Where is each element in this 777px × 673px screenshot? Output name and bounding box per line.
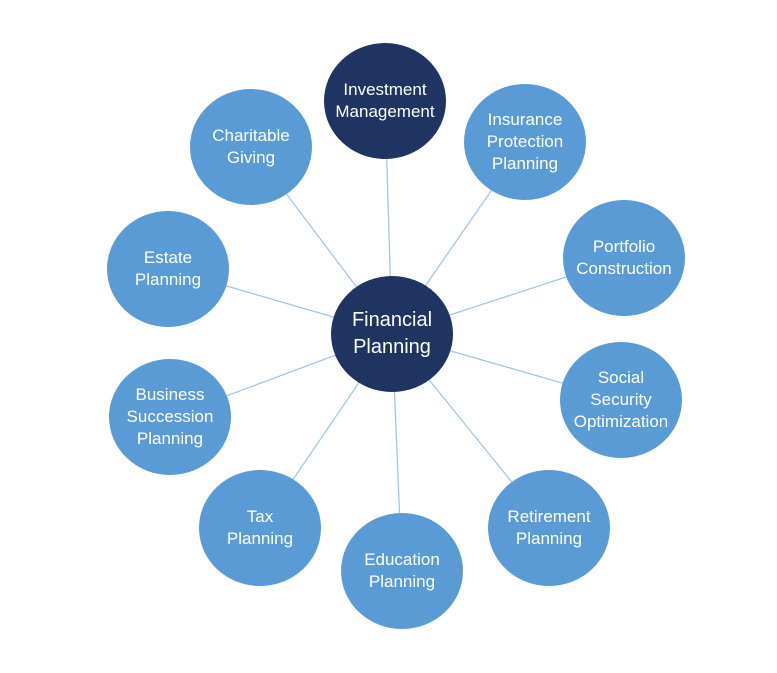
node-investment-management: Investment Management [324, 43, 446, 159]
node-label: Estate Planning [134, 248, 202, 289]
node-label: Investment Management [335, 80, 435, 121]
node-label: Charitable Giving [212, 126, 290, 167]
node-financial-planning: Financial Planning [331, 276, 453, 392]
node-label: Business Succession Planning [126, 385, 214, 448]
node-business-succession-planning: Business Succession Planning [109, 359, 231, 475]
node-portfolio-construction: Portfolio Construction [563, 200, 685, 316]
node-social-security-optimization: Social Security Optimization [560, 342, 682, 458]
node-label: Education Planning [364, 550, 440, 591]
node-label: Portfolio Construction [576, 237, 672, 278]
node-retirement-planning: Retirement Planning [488, 470, 610, 586]
node-label: Insurance Protection Planning [486, 110, 564, 173]
node-tax-planning: Tax Planning [199, 470, 321, 586]
node-label: Retirement Planning [507, 507, 591, 548]
node-label: Social Security Optimization [573, 368, 669, 431]
node-insurance-protection-planning: Insurance Protection Planning [464, 84, 586, 200]
node-label: Tax Planning [226, 507, 294, 548]
node-charitable-giving: Charitable Giving [190, 89, 312, 205]
node-education-planning: Education Planning [341, 513, 463, 629]
node-estate-planning: Estate Planning [107, 211, 229, 327]
node-label: Financial Planning [351, 309, 433, 358]
